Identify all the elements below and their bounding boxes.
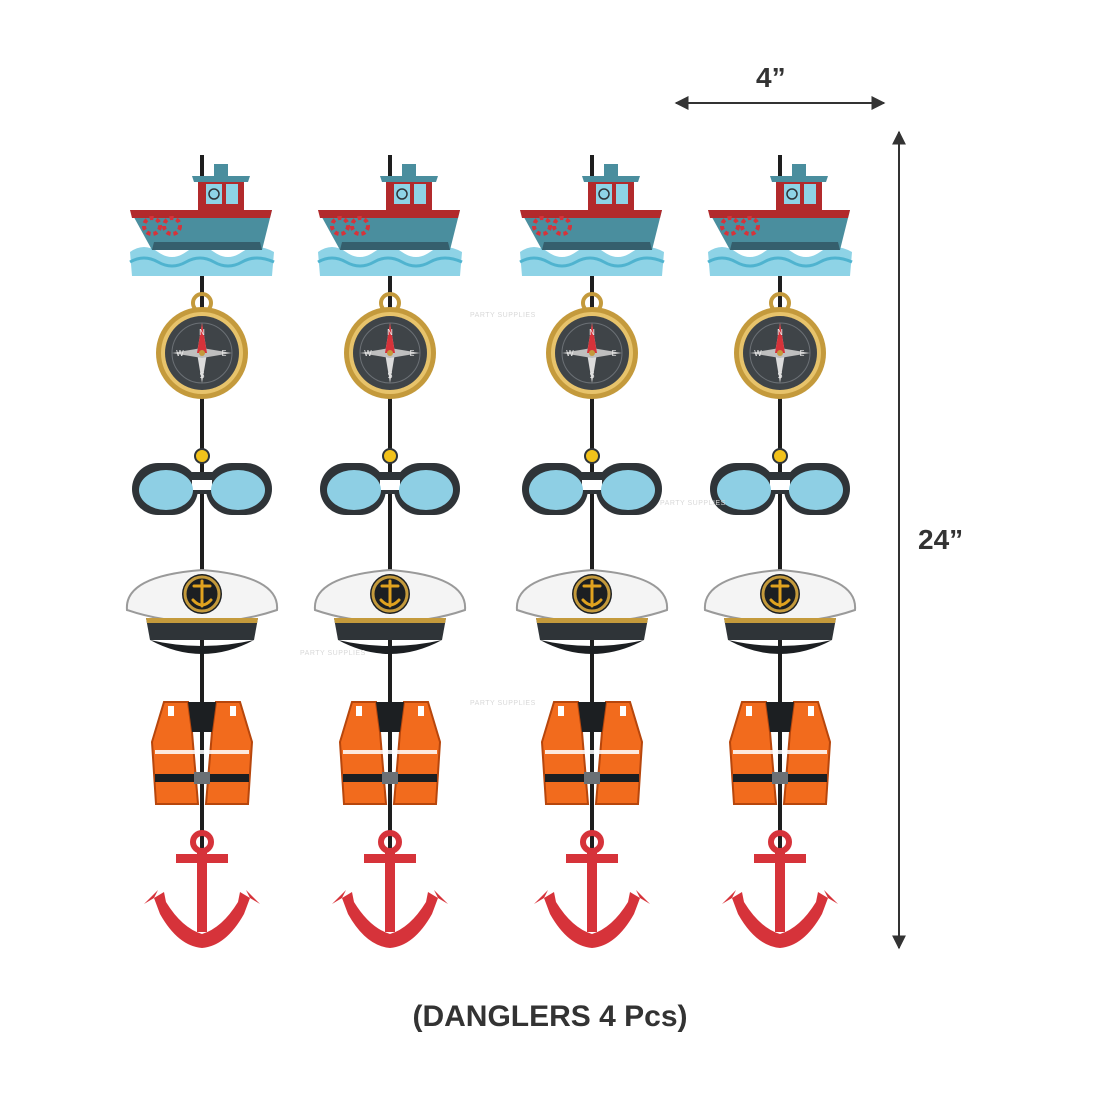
anchor-icon <box>144 833 260 948</box>
anchor-icon <box>722 833 838 948</box>
product-caption: (DANGLERS 4 Pcs) <box>412 1000 688 1033</box>
dangler-strand <box>313 155 467 948</box>
anchor-icon <box>332 833 448 948</box>
compass-icon <box>732 292 828 401</box>
anchor-icon <box>534 833 650 948</box>
width-dimension-label: 4” <box>756 62 786 93</box>
dangler-strand <box>703 155 857 948</box>
height-dimension-label: 24” <box>918 524 964 555</box>
dangler-strand <box>125 155 279 948</box>
watermark: PARTY SUPPLIES <box>660 500 726 507</box>
dangler-strand <box>515 155 669 948</box>
boat-icon <box>706 162 854 278</box>
compass-icon <box>342 292 438 401</box>
boat-icon <box>128 162 276 278</box>
watermark: PARTY SUPPLIES <box>300 650 366 657</box>
compass-icon <box>154 292 250 401</box>
watermark: PARTY SUPPLIES <box>470 700 536 707</box>
boat-icon <box>316 162 464 278</box>
watermark: PARTY SUPPLIES <box>470 312 536 319</box>
boat-icon <box>518 162 666 278</box>
compass-icon <box>544 292 640 401</box>
